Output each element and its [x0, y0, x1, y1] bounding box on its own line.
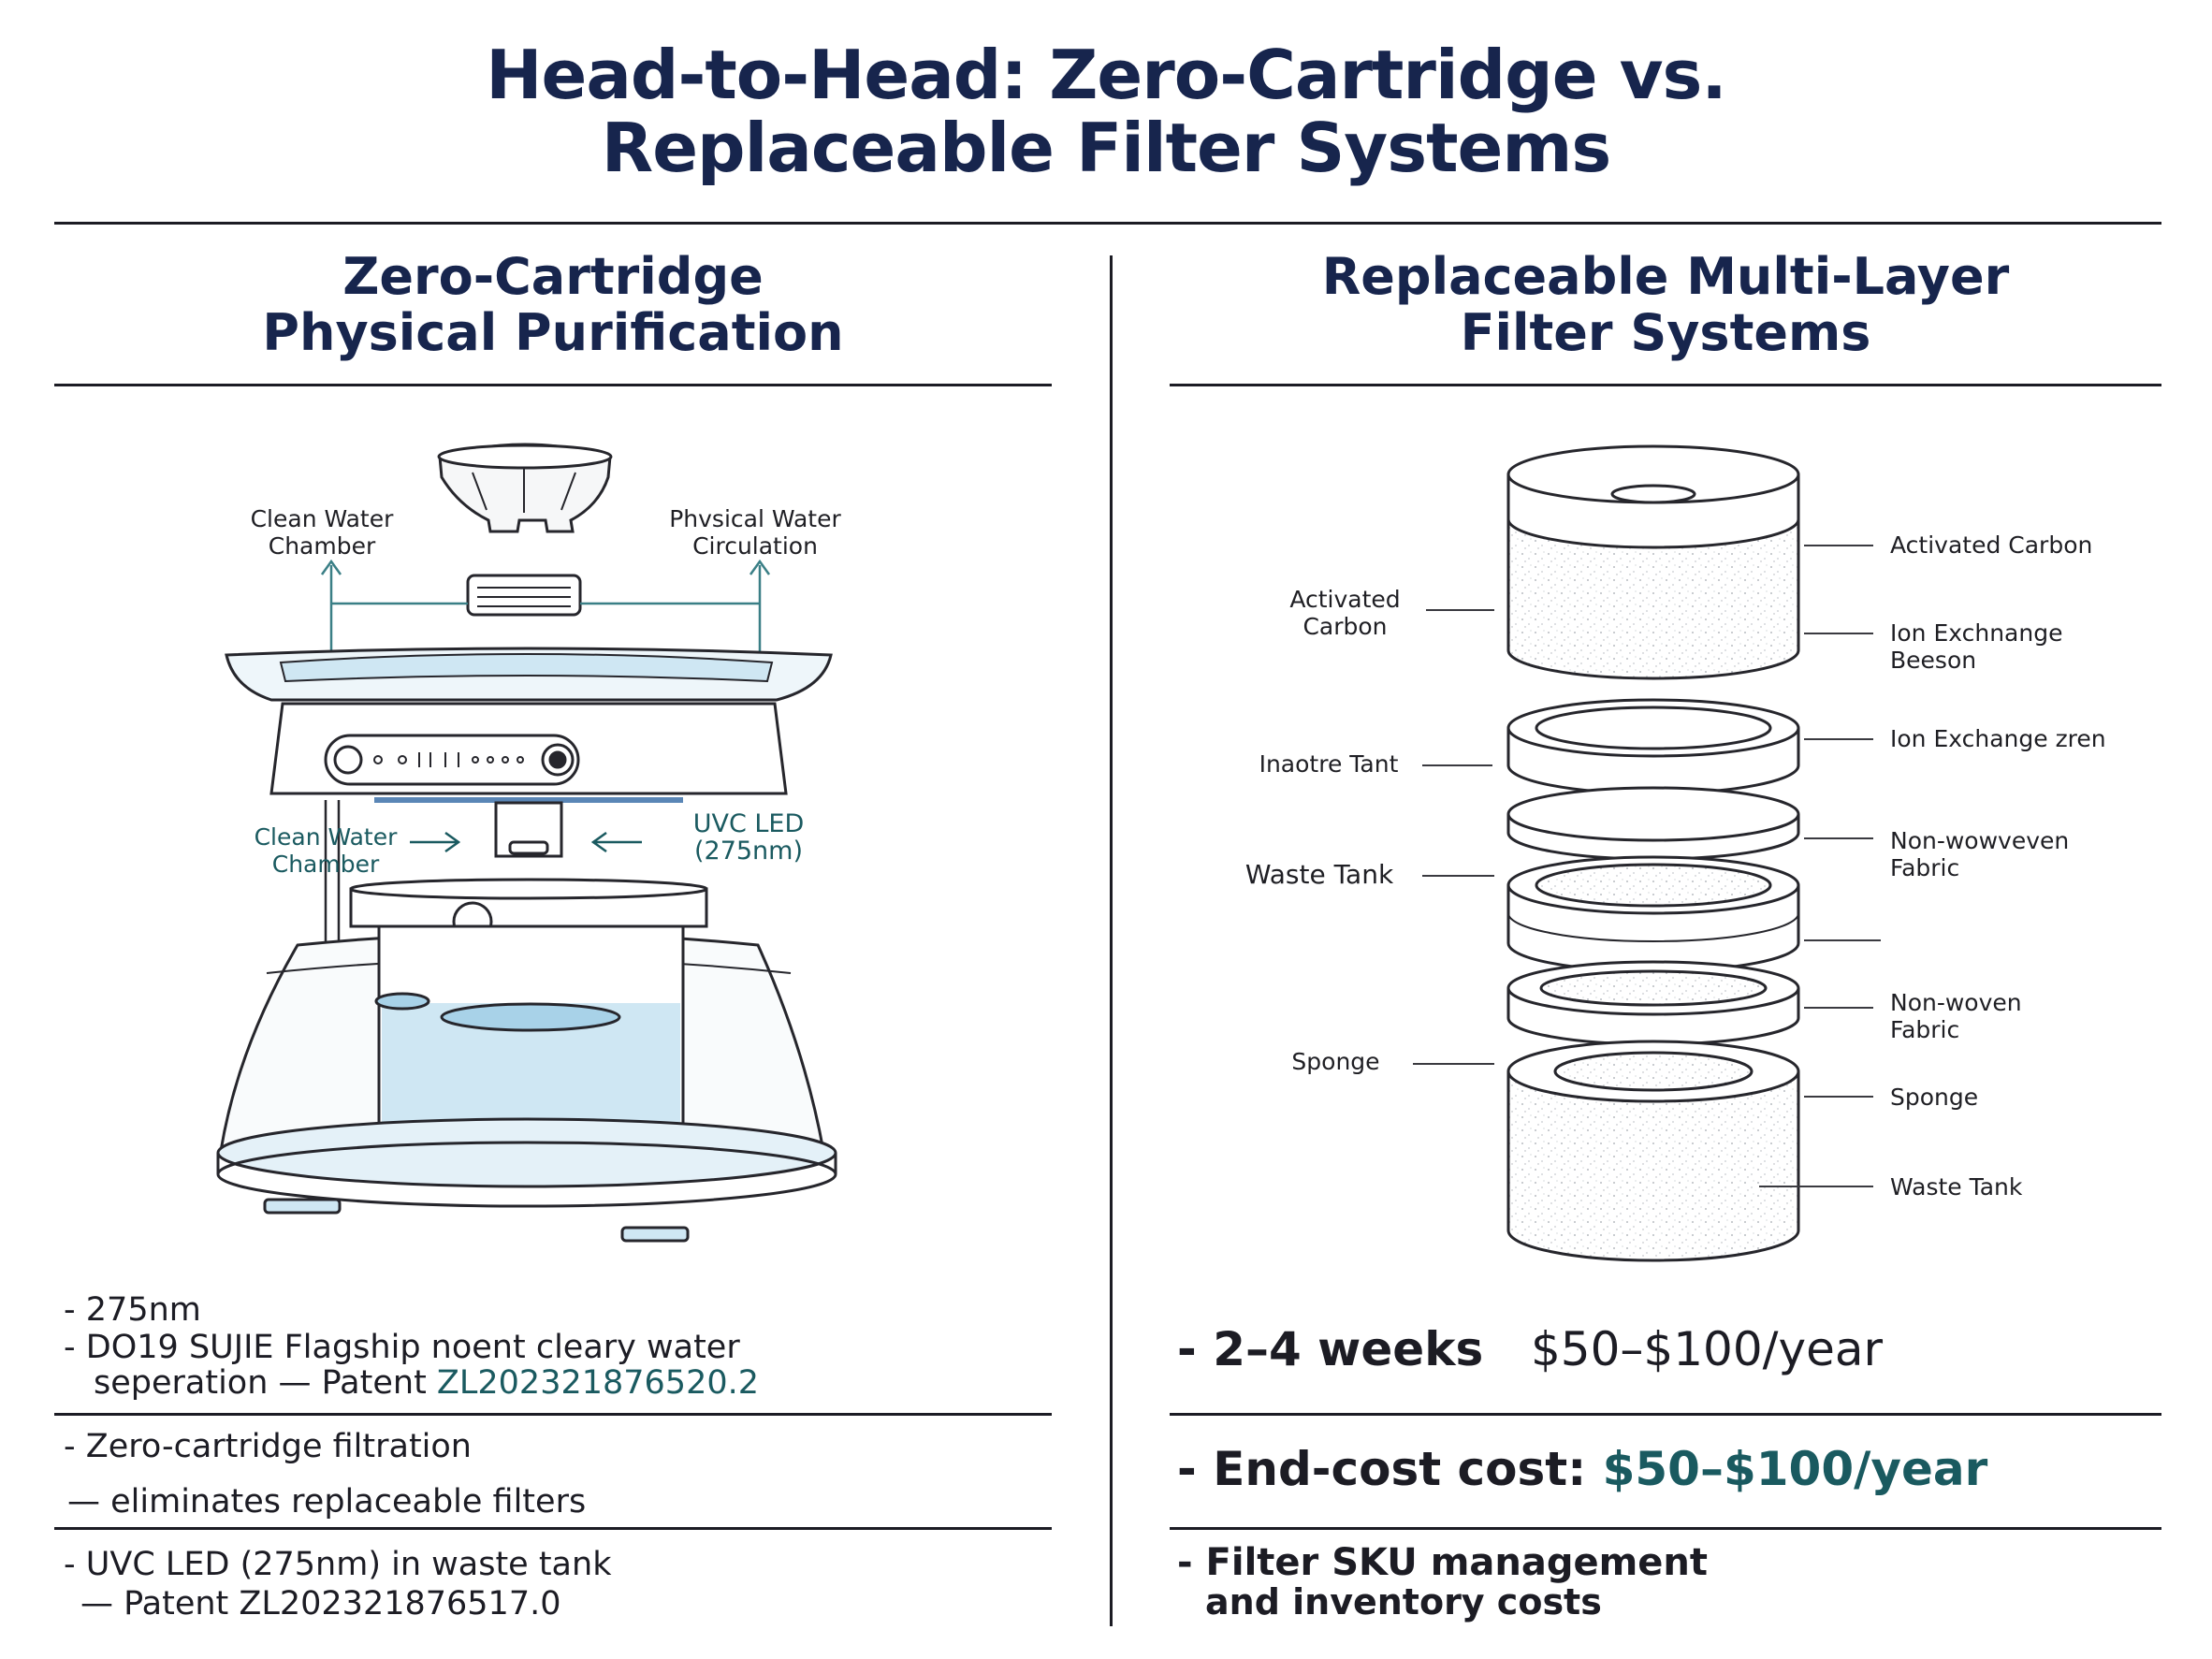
left-bullet-2: - DO19 SUJIE Flagship noent cleary water [64, 1329, 740, 1366]
left-bullet-5-line-2: — Patent ZL202321876517.0 [80, 1585, 561, 1623]
left-heading-rule [54, 384, 1052, 386]
right-bullet-sku-line-2: and inventory costs [1205, 1581, 1602, 1623]
bullet-patent-number: ZL202321876520.2 [436, 1364, 760, 1402]
column-divider [1110, 255, 1113, 1626]
label-waste-tank-right: Waste Tank [1890, 1173, 2023, 1201]
right-bullet-sku: - Filter SKU management [1177, 1542, 1708, 1583]
bullet-mark: - [1177, 1322, 1197, 1376]
right-heading-line-1: Replaceable Multi-Layer [1321, 247, 2010, 306]
left-heading-line-1: Zero-Cartridge [342, 247, 764, 306]
left-bullet-2-line-2: seperation — Patent ZL202321876520.2 [94, 1364, 759, 1402]
left-bullet-1: - 275nm [64, 1291, 201, 1329]
bullet-patent-prefix: seperation — Patent [94, 1364, 437, 1402]
bullet-sku-line-1: Filter SKU management [1205, 1541, 1709, 1584]
left-bullet-4: — eliminates replaceable filters [67, 1483, 587, 1521]
label-clean-water-chamber-top: Clean Water Chamber [250, 505, 394, 560]
left-bullet-5: - UVC LED (275nm) in waste tank [64, 1546, 611, 1583]
label-non-woven-fabric-1: Non-wowveven Fabric [1890, 827, 2070, 881]
fountain-illustration [216, 443, 837, 1243]
label-physical-water-circulation: Phvsical Water Circulation [669, 505, 841, 560]
bullet-mark: - [1177, 1442, 1197, 1496]
bullet-uvc-led: UVC LED (275nm) in waste tank [85, 1546, 612, 1583]
bullet-mark: - [1177, 1541, 1193, 1584]
bullet-mark: - [64, 1329, 76, 1366]
bullet-zero-cartridge: Zero-cartridge filtration [85, 1428, 472, 1465]
left-heading-line-2: Physical Purification [262, 303, 844, 362]
bullet-mark: - [64, 1291, 76, 1329]
bullet-flagship-text: DO19 SUJIE Flagship noent cleary water [85, 1329, 740, 1366]
right-heading-line-2: Filter Systems [1460, 303, 1871, 362]
label-ion-exchange-zren: Ion Exchange zren [1890, 725, 2106, 752]
page-title-line-2: Replaceable Filter Systems [601, 109, 1611, 187]
label-non-woven-fabric-2: Non-woven Fabric [1890, 989, 2022, 1043]
left-bullet-divider-2 [54, 1527, 1052, 1530]
filter-stack-illustration [1413, 444, 1881, 1262]
label-inactive-tant: Inaotre Tant [1259, 750, 1399, 778]
bullet-end-cost-value: $50–$100/year [1602, 1442, 1988, 1496]
left-bullet-divider-1 [54, 1413, 1052, 1416]
page-title-line-1: Head-to-Head: Zero-Cartridge vs. [486, 36, 1727, 114]
label-activated-carbon-left: Activated Carbon [1289, 586, 1401, 640]
right-heading-rule [1170, 384, 2161, 386]
right-bullet-weeks: - 2–4 weeks [1177, 1323, 1483, 1375]
bullet-replacement-interval: 2–4 weeks [1213, 1322, 1484, 1376]
bullet-end-cost-label: End-cost cost: [1213, 1442, 1603, 1496]
bullet-mark: - [64, 1546, 76, 1583]
right-bullet-divider-1 [1170, 1413, 2161, 1416]
bullet-275nm: 275nm [85, 1291, 201, 1329]
label-sponge-left: Sponge [1291, 1048, 1380, 1075]
label-sponge-right: Sponge [1890, 1084, 1979, 1111]
left-bullet-3: - Zero-cartridge filtration [64, 1428, 472, 1465]
title-divider [54, 222, 2161, 225]
label-ion-exchange-beson: Ion Exchnange Beeson [1890, 619, 2063, 674]
bullet-mark: - [64, 1428, 76, 1465]
label-waste-tank-left: Waste Tank [1244, 859, 1394, 890]
right-bullet-annual-cost: $50–$100/year [1531, 1322, 1884, 1376]
label-activated-carbon-right: Activated Carbon [1890, 531, 2093, 559]
label-clean-water-chamber-mid: Clean Water Chamber [254, 823, 398, 878]
label-uvc-led: UVC LED (275nm) [692, 809, 805, 866]
right-bullet-divider-2 [1170, 1527, 2161, 1530]
right-bullet-end-cost: - End-cost cost: $50–$100/year [1177, 1443, 1987, 1495]
